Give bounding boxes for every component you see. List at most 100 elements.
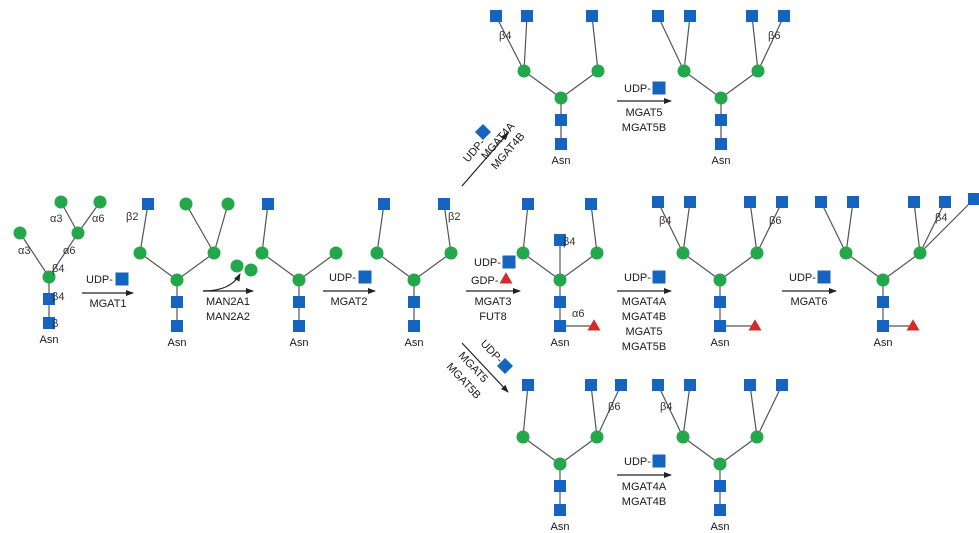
mannose-icon [292,273,306,287]
mannose-icon [329,246,343,260]
bond-line [590,384,598,438]
bond-line [523,70,562,99]
glcnac-icon [776,379,788,391]
asn-label: Asn [711,521,730,533]
glcnac-icon [378,198,390,210]
enzyme-mgat4a: MGAT4A [622,296,667,308]
mannose-icon [876,273,890,287]
mannose-icon [230,259,244,273]
enzyme-mgat4b: MGAT4B [622,311,666,323]
bond-line [845,252,884,281]
asn-label: Asn [551,521,570,533]
bond-line [683,70,722,99]
glcnac-icon [554,480,566,492]
enzyme-man2a2: MAN2A2 [206,311,250,323]
fucose-icon [587,319,601,331]
enzyme-mgat2: MGAT2 [330,296,367,308]
glcnac-icon [555,114,567,126]
mannose-icon [370,246,384,260]
bond-line [19,232,50,278]
bond-line [657,384,684,438]
bond-line [682,436,721,465]
glcnac-icon [438,198,450,210]
bond-line [522,436,561,465]
mannose-icon [516,246,530,260]
bond-line [522,384,529,438]
glcnac-icon [586,10,598,22]
bond-line [749,384,758,438]
bond-line [657,201,684,254]
mannose-icon [913,246,927,260]
bond-beta4: β4 [52,263,64,275]
enzyme-mgat5b: MGAT5B [622,341,666,353]
mannose-icon [750,246,764,260]
glcnac-icon [714,504,726,516]
bond-line [261,252,300,281]
arrow-mgat5-down [461,342,509,393]
bond-line [560,70,599,99]
gdp-label: GDP- [471,275,499,287]
glcnac-icon [652,454,666,468]
bond-line [596,384,622,438]
udp-label: UDP- [624,456,651,468]
glcnac-icon [408,296,420,308]
glcnac-icon [939,196,951,208]
udp-glcnac-icon [497,358,513,374]
mannose-icon [516,430,530,444]
glcnac-icon [776,196,788,208]
glcnac-icon [502,255,516,269]
glcnac-icon [715,114,727,126]
bond-line [720,70,759,99]
glcnac-icon [746,10,758,22]
glcnac-icon [817,270,831,284]
bond-line [376,252,415,281]
mannose-icon [751,64,765,78]
glcnac-icon [847,196,859,208]
mannose-icon [713,273,727,287]
bond-line [756,384,783,438]
bond-line [176,252,215,281]
mannose-icon [255,246,269,260]
bond-beta: β [52,318,58,330]
bond-line [919,198,975,254]
bond-beta4: β4 [935,212,947,224]
bond-line [751,15,759,72]
udp-glcnac-icon [475,124,491,140]
glcnac-icon [652,10,664,22]
glcnac-icon [522,379,534,391]
glcnac-icon [115,272,129,286]
fucose-icon [499,272,513,284]
mannose-icon [517,64,531,78]
glcnac-icon [744,196,756,208]
bond-beta2: β2 [126,211,138,223]
bond-beta4: β4 [563,236,575,248]
glcnac-icon [714,320,726,332]
bond-line [756,201,783,254]
udp-label: UDP- [478,338,505,366]
mannose-icon [244,263,258,277]
enzyme-mgat5: MGAT5 [625,107,662,119]
glcnac-icon [408,320,420,332]
arrow-mgat4-up [461,132,509,187]
bond-line [919,201,946,254]
glcnac-icon [715,138,727,150]
mannose-icon [133,246,147,260]
udp-label: UDP- [624,83,651,95]
bond-line [261,203,269,254]
bond-line [882,252,921,281]
udp-label: UDP- [789,272,816,284]
bond-line [845,201,854,254]
glcnac-icon [585,198,597,210]
glcnac-icon [684,10,696,22]
bond-line [757,15,785,72]
glcnac-icon [615,379,627,391]
glcnac-icon [744,379,756,391]
bond-line [682,201,691,254]
glcnac-icon [968,193,979,205]
glcnac-icon [171,320,183,332]
bond-line [298,252,337,281]
glcnac-icon [43,293,55,305]
enzyme-mgat6: MGAT6 [790,296,827,308]
bond-alpha3: α3 [18,245,30,257]
enzyme-mgat4b: MGAT4B [622,496,666,508]
